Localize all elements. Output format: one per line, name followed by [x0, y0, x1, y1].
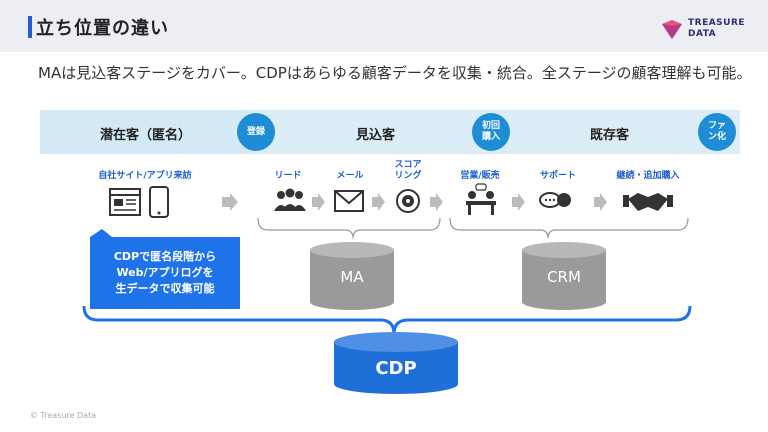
- transition-register: 登録: [237, 113, 275, 151]
- first-purchase-line2: 購入: [481, 132, 500, 142]
- label-sales: 営業/販売: [460, 171, 500, 181]
- callout-pointer: [90, 229, 112, 237]
- scoring-line2: リング: [394, 171, 422, 181]
- first-purchase-line1: 初回: [481, 121, 500, 131]
- callout-line3: 生データで収集可能: [115, 282, 215, 295]
- fan-line2: ン化: [707, 132, 726, 142]
- intro-text: MAは見込客ステージをカバー。CDPはあらゆる顧客データを収集・統合。全ステージ…: [38, 64, 752, 82]
- fan-line1: ファ: [707, 121, 726, 131]
- stage-band: [40, 110, 740, 154]
- crm-label: CRM: [547, 268, 581, 286]
- people-icon: [274, 188, 306, 211]
- logo-icon: [662, 20, 682, 39]
- cdp-label: CDP: [375, 358, 417, 379]
- transition-fan: ファ ン化: [698, 113, 736, 151]
- title-accent: [28, 16, 32, 38]
- cdp-callout: CDPで匿名段階から Web/アプリログを 生データで収集可能: [90, 237, 240, 309]
- label-support: サポート: [539, 171, 576, 181]
- logo-line1: TREASURE: [688, 18, 746, 28]
- scoring-line1: スコア: [394, 160, 422, 170]
- header-bar: [0, 0, 768, 52]
- callout-line1: CDPで匿名段階から: [113, 250, 217, 263]
- label-own-site: 自社サイト/アプリ来訪: [98, 171, 192, 181]
- copyright: © Treasure Data: [30, 411, 97, 420]
- page-title: 立ち位置の違い: [36, 18, 169, 39]
- transition-first-purchase: 初回 購入: [472, 113, 510, 151]
- smartphone-icon: [149, 186, 169, 218]
- browser-icon: [109, 188, 141, 216]
- flow-arrows: [222, 193, 607, 211]
- register-label: 登録: [246, 126, 265, 137]
- touchpoint-row: [109, 183, 673, 218]
- stage-anonymous: 潜在客（匿名）: [100, 128, 192, 143]
- label-scoring: スコア リング: [388, 160, 428, 182]
- ma-label: MA: [340, 268, 364, 286]
- ma-database-icon: [310, 242, 394, 310]
- handshake-icon: [623, 193, 673, 211]
- meeting-icon: [466, 183, 496, 215]
- stage-customer: 既存客: [590, 128, 630, 143]
- label-mail: メール: [336, 171, 364, 181]
- crm-database-icon: [522, 242, 606, 310]
- logo: TREASURE DATA: [688, 18, 745, 40]
- scoring-icon: [396, 189, 420, 213]
- label-lead: リード: [274, 171, 302, 181]
- mail-icon: [334, 190, 364, 212]
- database-cylinders: [310, 242, 606, 394]
- logo-line2: DATA: [688, 29, 717, 39]
- cdp-database-icon: [334, 332, 458, 394]
- label-repeat: 継続・追加購入: [616, 171, 680, 181]
- callout-line2: Web/アプリログを: [116, 266, 214, 279]
- support-chat-icon: [539, 192, 571, 208]
- stage-prospect: 見込客: [356, 128, 396, 143]
